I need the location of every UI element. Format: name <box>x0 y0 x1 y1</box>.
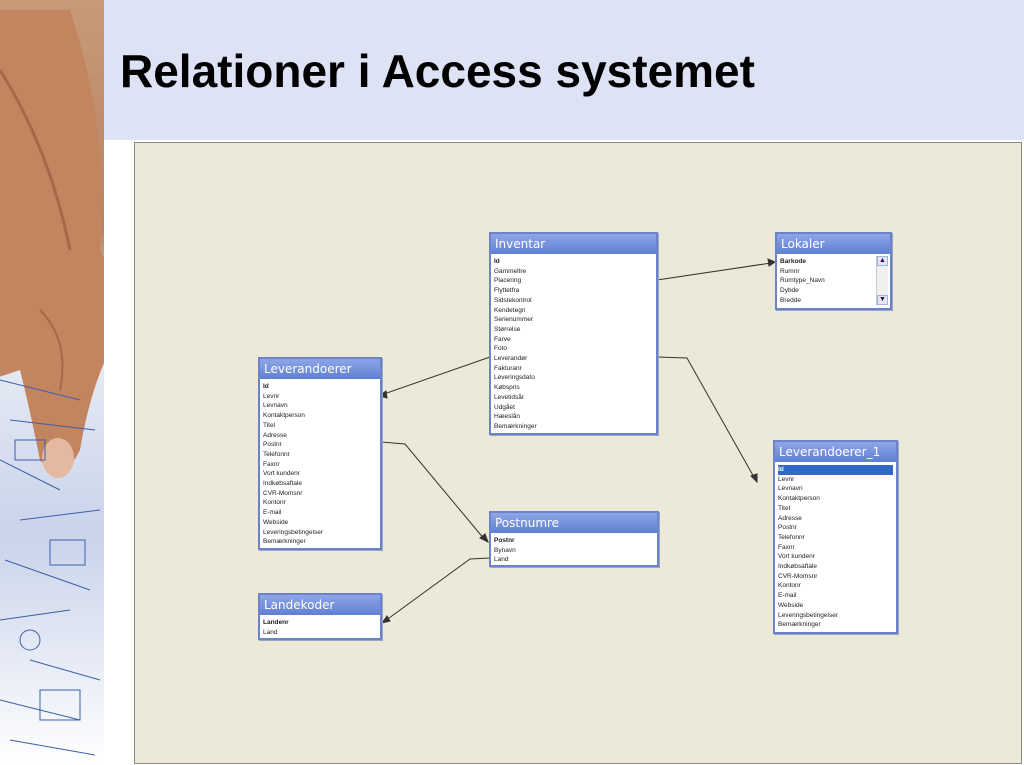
field-item[interactable]: Sidstekontrol <box>494 296 532 304</box>
table-landekoder-title[interactable]: Landekoder <box>260 595 380 615</box>
field-item[interactable]: Webside <box>263 518 289 526</box>
field-item[interactable]: Id <box>494 258 500 265</box>
field-item[interactable]: Telefonnr <box>778 533 805 541</box>
field-item[interactable]: Bemærkninger <box>263 538 306 546</box>
field-item[interactable]: Bemærkninger <box>778 621 821 629</box>
table-postnumre-fields: Postnr Bynavn Land <box>491 533 657 568</box>
table-lokaler-title[interactable]: Lokaler <box>777 234 890 254</box>
field-item[interactable]: Farve <box>494 335 511 343</box>
table-lokaler[interactable]: Lokaler Barkode Rumnr Rumtype_Navn Dybde… <box>775 232 892 310</box>
field-item[interactable]: Faxnr <box>778 543 795 551</box>
field-item[interactable]: Levnavn <box>778 485 803 493</box>
field-item[interactable]: Levetidsår <box>494 393 524 401</box>
scroll-up-icon[interactable]: ▲ <box>877 256 888 266</box>
field-item[interactable]: Udgået <box>494 403 515 411</box>
field-item[interactable]: E-mail <box>263 509 282 517</box>
field-item[interactable]: Foto <box>494 345 508 353</box>
field-item[interactable]: Indkøbsaftale <box>778 563 818 571</box>
field-item[interactable]: Rumtype_Navn <box>780 277 825 285</box>
field-item[interactable]: Bemærkninger <box>494 422 537 430</box>
field-item[interactable]: Kontaktperson <box>778 495 820 503</box>
field-item[interactable]: Land <box>494 556 509 564</box>
table-inventar-fields: Id Gammeltre Placering Flyttetfra Sidste… <box>491 254 656 435</box>
table-inventar-title[interactable]: Inventar <box>491 234 656 254</box>
decorative-photo-strip <box>0 0 104 765</box>
field-item[interactable]: Hæeslån <box>494 413 521 421</box>
field-item[interactable]: Id <box>263 383 269 390</box>
field-item[interactable]: Vort kundenr <box>263 470 300 478</box>
field-item[interactable]: E-mail <box>778 592 797 600</box>
field-item[interactable]: Webside <box>778 601 804 609</box>
field-item[interactable]: Kendetegn <box>494 306 526 314</box>
field-item-selected[interactable]: Id <box>778 465 893 475</box>
field-item[interactable]: CVR-Momsnr <box>263 489 303 497</box>
field-item[interactable]: Levnr <box>778 475 795 483</box>
table-leverandoerer-fields: Id Levnr Levnavn Kontaktperson Titel Adr… <box>260 379 380 550</box>
header-band <box>104 0 1024 140</box>
table-leverandoerer[interactable]: Leverandoerer Id Levnr Levnavn Kontaktpe… <box>258 357 382 550</box>
field-item[interactable]: Titel <box>263 421 276 429</box>
table-landekoder[interactable]: Landekoder Landenr Land <box>258 593 382 640</box>
relation-postnumre-landekoder <box>384 557 491 622</box>
field-item[interactable]: Købspris <box>494 384 520 392</box>
field-item[interactable]: Størrelse <box>494 325 521 333</box>
table-leverandoerer-1-fields: Id Levnr Levnavn Kontaktperson Titel Adr… <box>775 462 896 633</box>
field-item[interactable]: Levnr <box>263 392 280 400</box>
field-item[interactable]: CVR-Momsnr <box>778 572 818 580</box>
field-item[interactable]: Serienummer <box>494 316 534 324</box>
field-item[interactable]: Faxnr <box>263 460 280 468</box>
relation-inventar-leverandoerer1 <box>656 356 756 480</box>
field-item[interactable]: Titel <box>778 504 791 512</box>
relation-inventar-lokaler <box>656 262 772 281</box>
field-item[interactable]: Indkøbsaftale <box>263 480 303 488</box>
field-item[interactable]: Kontonr <box>263 499 286 507</box>
table-leverandoerer-1[interactable]: Leverandoerer_1 Id Levnr Levnavn Kontakt… <box>773 440 898 634</box>
field-item[interactable]: Postnr <box>494 537 515 544</box>
blueprint-drawing <box>0 379 101 756</box>
field-item[interactable]: Postnr <box>778 524 797 532</box>
table-postnumre[interactable]: Postnumre Postnr Bynavn Land <box>489 511 659 567</box>
table-leverandoerer-1-title[interactable]: Leverandoerer_1 <box>775 442 896 462</box>
field-item[interactable]: Leveringsdato <box>494 374 535 382</box>
table-landekoder-fields: Landenr Land <box>260 615 380 640</box>
field-item[interactable]: Levnavn <box>263 402 288 410</box>
field-item[interactable]: Landenr <box>263 619 289 626</box>
field-item[interactable]: Leverandør <box>494 355 528 363</box>
field-item[interactable]: Gammeltre <box>494 267 527 275</box>
relationship-lines <box>377 258 777 624</box>
relation-leverandoerer-postnumre <box>380 441 486 541</box>
slide-title: Relationer i Access systemet <box>120 45 755 97</box>
field-item[interactable]: Barkode <box>780 258 807 265</box>
field-item[interactable]: Land <box>263 628 278 636</box>
hand-image <box>0 10 104 478</box>
field-item[interactable]: Flyttetfra <box>494 287 520 295</box>
table-postnumre-title[interactable]: Postnumre <box>491 513 657 533</box>
field-item[interactable]: Bynavn <box>494 546 516 554</box>
field-item[interactable]: Fakturanr <box>494 364 522 372</box>
field-item[interactable]: Leveringsbetingelser <box>778 611 838 619</box>
field-item[interactable]: Telefonnr <box>263 450 290 458</box>
relation-inventar-leverandoerer <box>380 356 491 396</box>
scroll-down-icon[interactable]: ▼ <box>877 295 888 305</box>
field-item[interactable]: Vort kundenr <box>778 553 815 561</box>
field-item[interactable]: Kontaktperson <box>263 412 305 420</box>
field-item[interactable]: Adresse <box>263 431 287 439</box>
table-inventar[interactable]: Inventar Id Gammeltre Placering Flyttetf… <box>489 232 658 435</box>
table-leverandoerer-title[interactable]: Leverandoerer <box>260 359 380 379</box>
field-item[interactable]: Postnr <box>263 441 282 449</box>
field-item[interactable]: Placering <box>494 277 522 285</box>
relationships-canvas: Inventar Id Gammeltre Placering Flyttetf… <box>134 142 1022 764</box>
field-item[interactable]: Adresse <box>778 514 802 522</box>
table-lokaler-fields: Barkode Rumnr Rumtype_Navn Dybde Bredde <box>777 254 890 309</box>
field-item[interactable]: Bredde <box>780 296 801 304</box>
field-item[interactable]: Rumnr <box>780 267 800 275</box>
field-item[interactable]: Leveringsbetingelser <box>263 528 323 536</box>
table-lokaler-scrollbar[interactable]: ▲ ▼ <box>876 256 888 305</box>
field-item[interactable]: Kontonr <box>778 582 801 590</box>
field-item[interactable]: Dybde <box>780 287 799 295</box>
